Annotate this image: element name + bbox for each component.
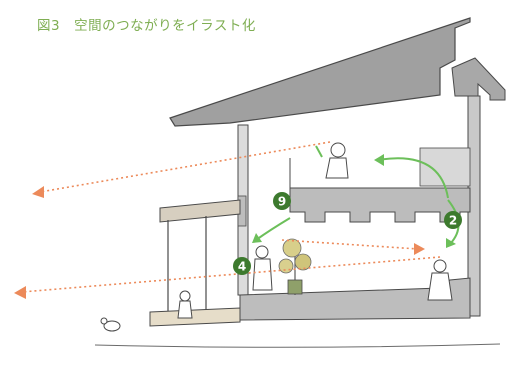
- person-upper: [325, 142, 349, 179]
- upper-floor-slab: [289, 187, 471, 223]
- upper-railing: [419, 147, 471, 187]
- figure-title: 空間のつながりをイラスト化: [74, 18, 256, 34]
- pergola: [159, 199, 241, 223]
- person-outside: [177, 290, 193, 319]
- marker-9-label: 9: [278, 195, 286, 209]
- person-right: [427, 259, 453, 301]
- marker-4: 4: [233, 257, 251, 275]
- marker-9: 9: [273, 192, 291, 210]
- sightline-arrowheads: [14, 186, 425, 299]
- marker-4-label: 4: [238, 260, 246, 274]
- marker-2: 2: [444, 211, 462, 229]
- marker-2-label: 2: [449, 214, 457, 228]
- roof: [169, 17, 471, 127]
- dog-sketch: [100, 317, 121, 332]
- person-ground: [252, 245, 273, 291]
- ground-line: [94, 343, 501, 348]
- green-arrowheads: [252, 154, 456, 248]
- sightline-ground-mid: [281, 239, 419, 250]
- figure-caption: 図3 空間のつながりをイラスト化: [37, 14, 256, 34]
- deck: [149, 307, 241, 327]
- figure-label: 図3: [37, 18, 61, 34]
- sightline-ground-left: [21, 256, 441, 293]
- sightline-upper-left: [39, 141, 331, 193]
- roof-stepped-part: [451, 57, 506, 101]
- sightlines: [21, 141, 441, 293]
- indoor-tree: [278, 238, 312, 295]
